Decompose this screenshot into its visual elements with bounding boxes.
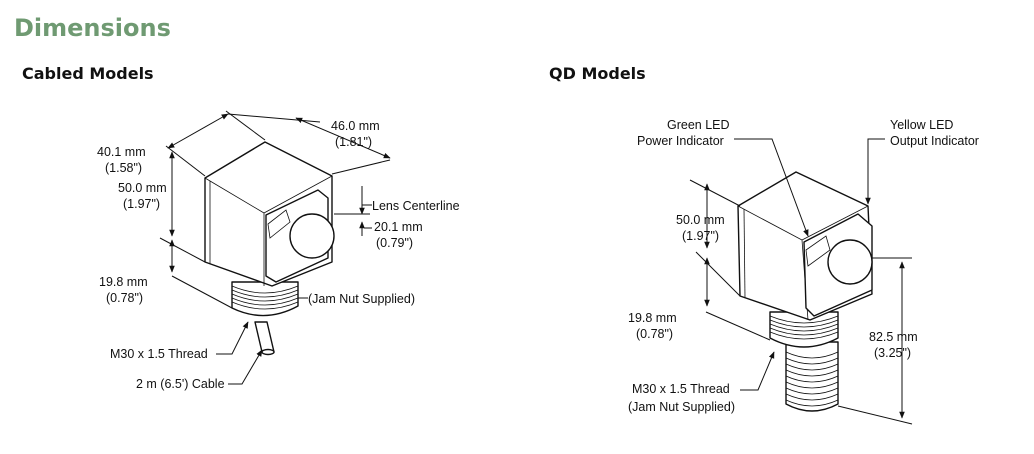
- cabled-width-in: (1.58"): [105, 161, 142, 175]
- page-title: Dimensions: [14, 14, 171, 42]
- cabled-height-mm: 50.0 mm: [118, 181, 167, 195]
- cabled-lens-in: (0.79"): [376, 236, 413, 250]
- qd-dimension-lines: [689, 138, 913, 425]
- cabled-height-in: (1.97"): [123, 197, 160, 211]
- cabled-lens-mm: 20.1 mm: [374, 220, 423, 234]
- qd-thread-length-mm: 19.8 mm: [628, 311, 677, 325]
- qd-thread-label-2: (Jam Nut Supplied): [628, 400, 735, 414]
- cabled-lens-centerline: Lens Centerline: [372, 199, 460, 213]
- qd-yellow-led-label-1: Yellow LED: [890, 118, 953, 132]
- cabled-width-mm: 40.1 mm: [97, 145, 146, 159]
- cabled-jam-nut: (Jam Nut Supplied): [308, 292, 415, 306]
- cabled-lens: [289, 213, 335, 259]
- cabled-dimension-lines: [159, 110, 391, 385]
- qd-yellow-led-label-2: Output Indicator: [890, 134, 979, 148]
- cabled-thread-length-in: (0.78"): [106, 291, 143, 305]
- cabled-thread-length-mm: 19.8 mm: [99, 275, 148, 289]
- cabled-sensor-drawing: 40.1 mm (1.58") 46.0 mm (1.81") 50.0 mm …: [97, 110, 460, 391]
- qd-total-length-in: (3.25"): [874, 346, 911, 360]
- qd-thread-length-in: (0.78"): [636, 327, 673, 341]
- qd-lens: [827, 239, 873, 285]
- cabled-thread: M30 x 1.5 Thread: [110, 347, 208, 361]
- qd-green-led-label-1: Green LED: [667, 118, 730, 132]
- qd-thread-label-1: M30 x 1.5 Thread: [632, 382, 730, 396]
- qd-housing: [737, 171, 873, 321]
- qd-height-mm: 50.0 mm: [676, 213, 725, 227]
- cabled-depth-in: (1.81"): [335, 135, 372, 149]
- qd-green-led-label-2: Power Indicator: [637, 134, 724, 148]
- qd-sensor-drawing: Green LED Power Indicator Yellow LED Out…: [628, 118, 979, 425]
- cabled-housing: [204, 141, 335, 287]
- qd-models-heading: QD Models: [549, 64, 646, 83]
- qd-thread: [769, 311, 839, 348]
- cabled-cable: 2 m (6.5') Cable: [136, 377, 225, 391]
- qd-height-in: (1.97"): [682, 229, 719, 243]
- cabled-thread: [231, 281, 299, 317]
- cabled-depth-mm: 46.0 mm: [331, 119, 380, 133]
- qd-total-length-mm: 82.5 mm: [869, 330, 918, 344]
- cable: [254, 321, 275, 356]
- qd-connector: [785, 341, 839, 412]
- cabled-models-heading: Cabled Models: [22, 64, 154, 83]
